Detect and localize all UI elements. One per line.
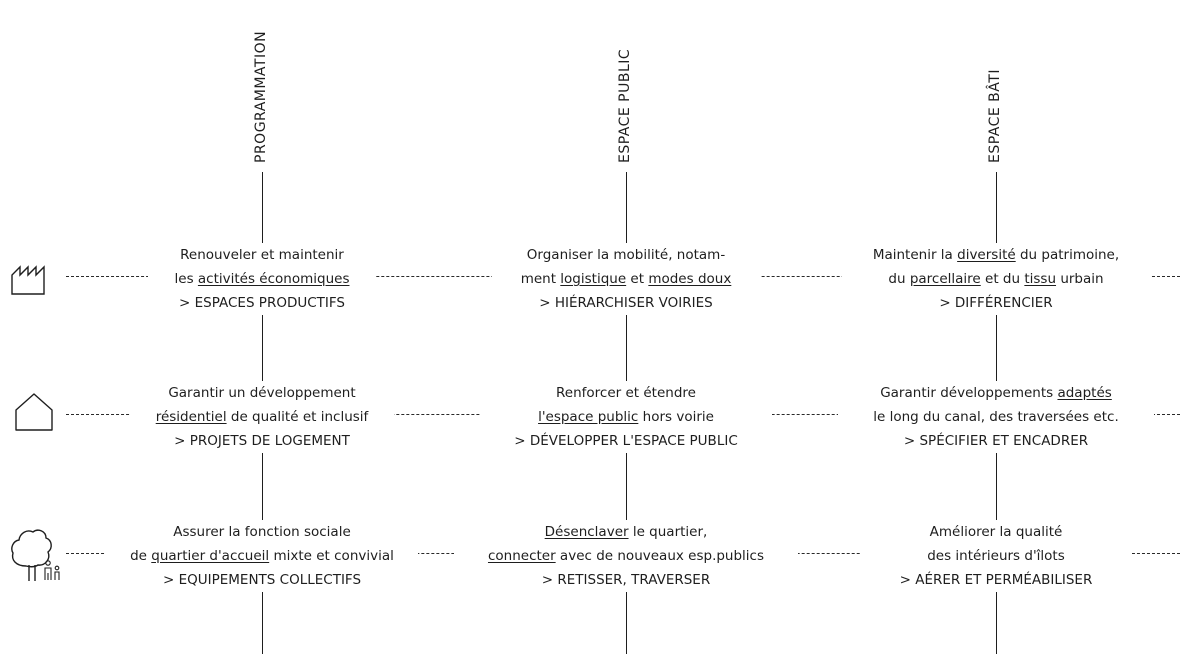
underlined-term: modes doux <box>648 271 732 287</box>
text-segment: Maintenir la <box>872 247 958 263</box>
underlined-term: quartier d'accueil <box>151 548 270 564</box>
cell-programmation-row3: Assurer la fonction sociale de quartier d… <box>106 520 418 592</box>
cell-action: > HIÉRARCHISER VOIRIES <box>539 295 713 311</box>
cell-line-1: Assurer la fonction sociale <box>106 520 418 544</box>
cell-line-2: ment logistique et modes doux <box>492 267 760 291</box>
underlined-term: diversité <box>957 247 1016 263</box>
text-segment: de qualité et inclusif <box>226 409 369 425</box>
underlined-term: adaptés <box>1057 385 1112 401</box>
cell-espace-bati-row2: Garantir développements adaptés le long d… <box>838 381 1154 453</box>
cell-espace-public-row1: Organiser la mobilité, notam-ment logist… <box>492 243 760 315</box>
text-segment: et du <box>980 271 1025 287</box>
cell-line-2: résidentiel de qualité et inclusif <box>130 405 394 429</box>
cell-line-1: Améliorer la qualité <box>860 520 1132 544</box>
column-title-programmation: PROGRAMMATION <box>253 30 269 163</box>
cell-action: > AÉRER ET PERMÉABILISER <box>899 572 1093 588</box>
text-segment: Garantir un développement <box>168 385 356 401</box>
cell-line-1: Renforcer et étendre <box>480 381 772 405</box>
text-segment: des intérieurs d'îlots <box>927 548 1065 564</box>
text-segment: Renouveler et maintenir <box>180 247 344 263</box>
text-segment: les <box>174 271 198 287</box>
cell-espace-public-row2: Renforcer et étendre l'espace public hors… <box>480 381 772 453</box>
column-title-espace-bati: ESPACE BÂTI <box>987 69 1003 163</box>
underlined-term: activités économiques <box>197 271 350 287</box>
underlined-term: Désenclaver <box>544 524 629 540</box>
text-segment: et <box>626 271 649 287</box>
cell-line-2: le long du canal, des traversées etc. <box>838 405 1154 429</box>
text-segment: du <box>888 271 910 287</box>
cell-action: > DIFFÉRENCIER <box>939 295 1053 311</box>
cell-action: > SPÉCIFIER ET ENCADRER <box>903 433 1089 449</box>
text-segment: le quartier, <box>628 524 708 540</box>
cell-line-2: les activités économiques <box>148 267 376 291</box>
tree-family-icon <box>8 524 64 584</box>
cell-action: > ESPACES PRODUCTIFS <box>179 295 345 311</box>
text-segment: Organiser la mobilité, notam- <box>526 247 726 263</box>
underlined-term: parcellaire <box>909 271 981 287</box>
cell-line-1: Garantir développements adaptés <box>838 381 1154 405</box>
cell-programmation-row1: Renouveler et maintenir les activités éco… <box>148 243 376 315</box>
cell-line-2: de quartier d'accueil mixte et convivial <box>106 544 418 568</box>
text-segment: mixte et convivial <box>269 548 394 564</box>
text-segment: hors voirie <box>638 409 714 425</box>
underlined-term: l'espace public <box>538 409 639 425</box>
cell-action: > RETISSER, TRAVERSER <box>541 572 711 588</box>
underlined-term: connecter <box>487 548 556 564</box>
cell-line-1: Organiser la mobilité, notam- <box>492 243 760 267</box>
cell-action: > PROJETS DE LOGEMENT <box>174 433 350 449</box>
cell-action: > DÉVELOPPER L'ESPACE PUBLIC <box>514 433 738 449</box>
cell-programmation-row2: Garantir un développement résidentiel de … <box>130 381 394 453</box>
text-segment: avec de nouveaux esp.publics <box>555 548 765 564</box>
cell-line-1: Désenclaver le quartier, <box>454 520 798 544</box>
text-segment: Améliorer la qualité <box>929 524 1063 540</box>
underlined-term: tissu <box>1024 271 1057 287</box>
text-segment: de <box>130 548 152 564</box>
house-icon <box>12 390 56 434</box>
factory-icon <box>10 258 58 298</box>
underlined-term: logistique <box>560 271 627 287</box>
cell-action: > EQUIPEMENTS COLLECTIFS <box>162 572 362 588</box>
text-segment: Renforcer et étendre <box>556 385 696 401</box>
cell-line-2: connecter avec de nouveaux esp.publics <box>454 544 798 568</box>
text-segment: du patrimoine, <box>1015 247 1120 263</box>
cell-line-2: l'espace public hors voirie <box>480 405 772 429</box>
column-title-espace-public: ESPACE PUBLIC <box>617 48 633 163</box>
text-segment: le long du canal, des traversées etc. <box>873 409 1119 425</box>
cell-espace-bati-row1: Maintenir la diversité du patrimoine,du … <box>842 243 1150 315</box>
text-segment: urbain <box>1056 271 1104 287</box>
cell-line-1: Garantir un développement <box>130 381 394 405</box>
cell-espace-bati-row3: Améliorer la qualité des intérieurs d'îlo… <box>860 520 1132 592</box>
text-segment: Assurer la fonction sociale <box>173 524 351 540</box>
cell-line-1: Maintenir la diversité du patrimoine, <box>842 243 1150 267</box>
cell-espace-public-row3: Désenclaver le quartier,connecter avec d… <box>454 520 798 592</box>
text-segment: ment <box>520 271 561 287</box>
text-segment: Garantir développements <box>880 385 1058 401</box>
cell-line-2: du parcellaire et du tissu urbain <box>842 267 1150 291</box>
underlined-term: résidentiel <box>155 409 227 425</box>
cell-line-2: des intérieurs d'îlots <box>860 544 1132 568</box>
cell-line-1: Renouveler et maintenir <box>148 243 376 267</box>
